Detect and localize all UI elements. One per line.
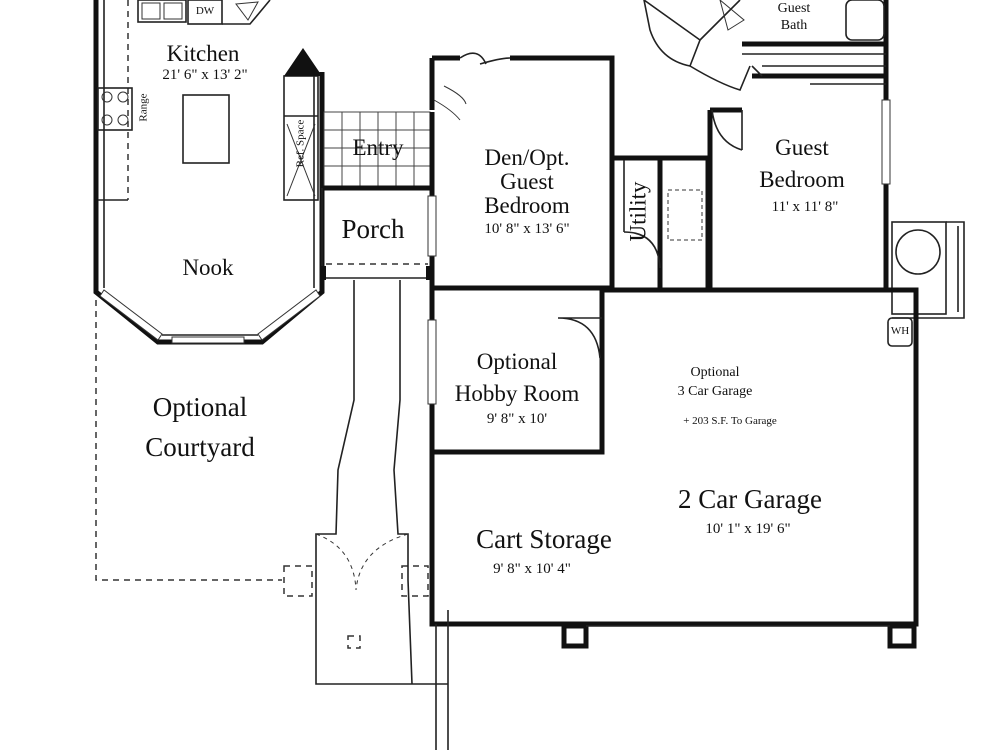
optional-garage-label-line2: 3 Car Garage — [677, 384, 753, 399]
utility-label: Utility — [625, 181, 651, 242]
optional-garage-label-line1: Optional — [690, 365, 740, 380]
range-icon — [97, 87, 133, 131]
entry-label: Entry — [352, 135, 404, 160]
range-label: Range — [137, 93, 150, 122]
den-dimensions: 10' 8" x 13' 6" — [484, 221, 570, 237]
courtyard-outline — [95, 300, 429, 597]
guest-bedroom-label-line1: Guest — [775, 135, 829, 160]
den-walls — [427, 52, 615, 291]
kitchen-island — [182, 94, 230, 164]
optional-garage-note: + 203 S.F. To Garage — [683, 415, 777, 427]
refrigerator-space — [283, 48, 322, 201]
guest-bedroom-label-line2: Bedroom — [759, 167, 845, 192]
hobby-label-line1: Optional — [476, 349, 558, 374]
cart-storage-label: Cart Storage — [476, 524, 612, 554]
water-heater-label: WH — [890, 325, 910, 337]
walkway — [315, 280, 448, 685]
guest-bath-label-line1: Guest — [777, 1, 811, 16]
porch-walls — [320, 185, 432, 280]
kitchen-counter-left — [98, 0, 129, 201]
guest-bath-label-line2: Bath — [780, 18, 808, 33]
garage-dimensions: 10' 1" x 19' 6" — [705, 521, 791, 537]
den-label-line3: Bedroom — [484, 193, 570, 218]
den-label-line1: Den/Opt. — [484, 145, 570, 170]
courtyard-label-line1: Optional — [152, 392, 248, 422]
sink-icon — [137, 0, 271, 25]
porch-label: Porch — [341, 214, 405, 244]
nook-label: Nook — [182, 255, 234, 280]
guest-bedroom-walls — [643, 0, 891, 290]
ac-unit-icon — [891, 221, 965, 319]
kitchen-label: Kitchen — [166, 41, 240, 66]
courtyard-label-line2: Courtyard — [145, 432, 255, 462]
kitchen-dimensions: 21' 6" x 13' 2" — [162, 67, 248, 83]
garage-label: 2 Car Garage — [678, 484, 822, 514]
den-label-line2: Guest — [500, 169, 554, 194]
hobby-label-line2: Hobby Room — [454, 381, 580, 406]
fridge-label: Ref. Space — [294, 119, 307, 168]
garage-walls — [427, 287, 919, 750]
cart-storage-dimensions: 9' 8" x 10' 4" — [493, 561, 571, 577]
guest-bedroom-dimensions: 11' x 11' 8" — [771, 199, 839, 215]
dishwasher-label: DW — [195, 5, 215, 17]
hobby-dimensions: 9' 8" x 10' — [486, 411, 548, 427]
